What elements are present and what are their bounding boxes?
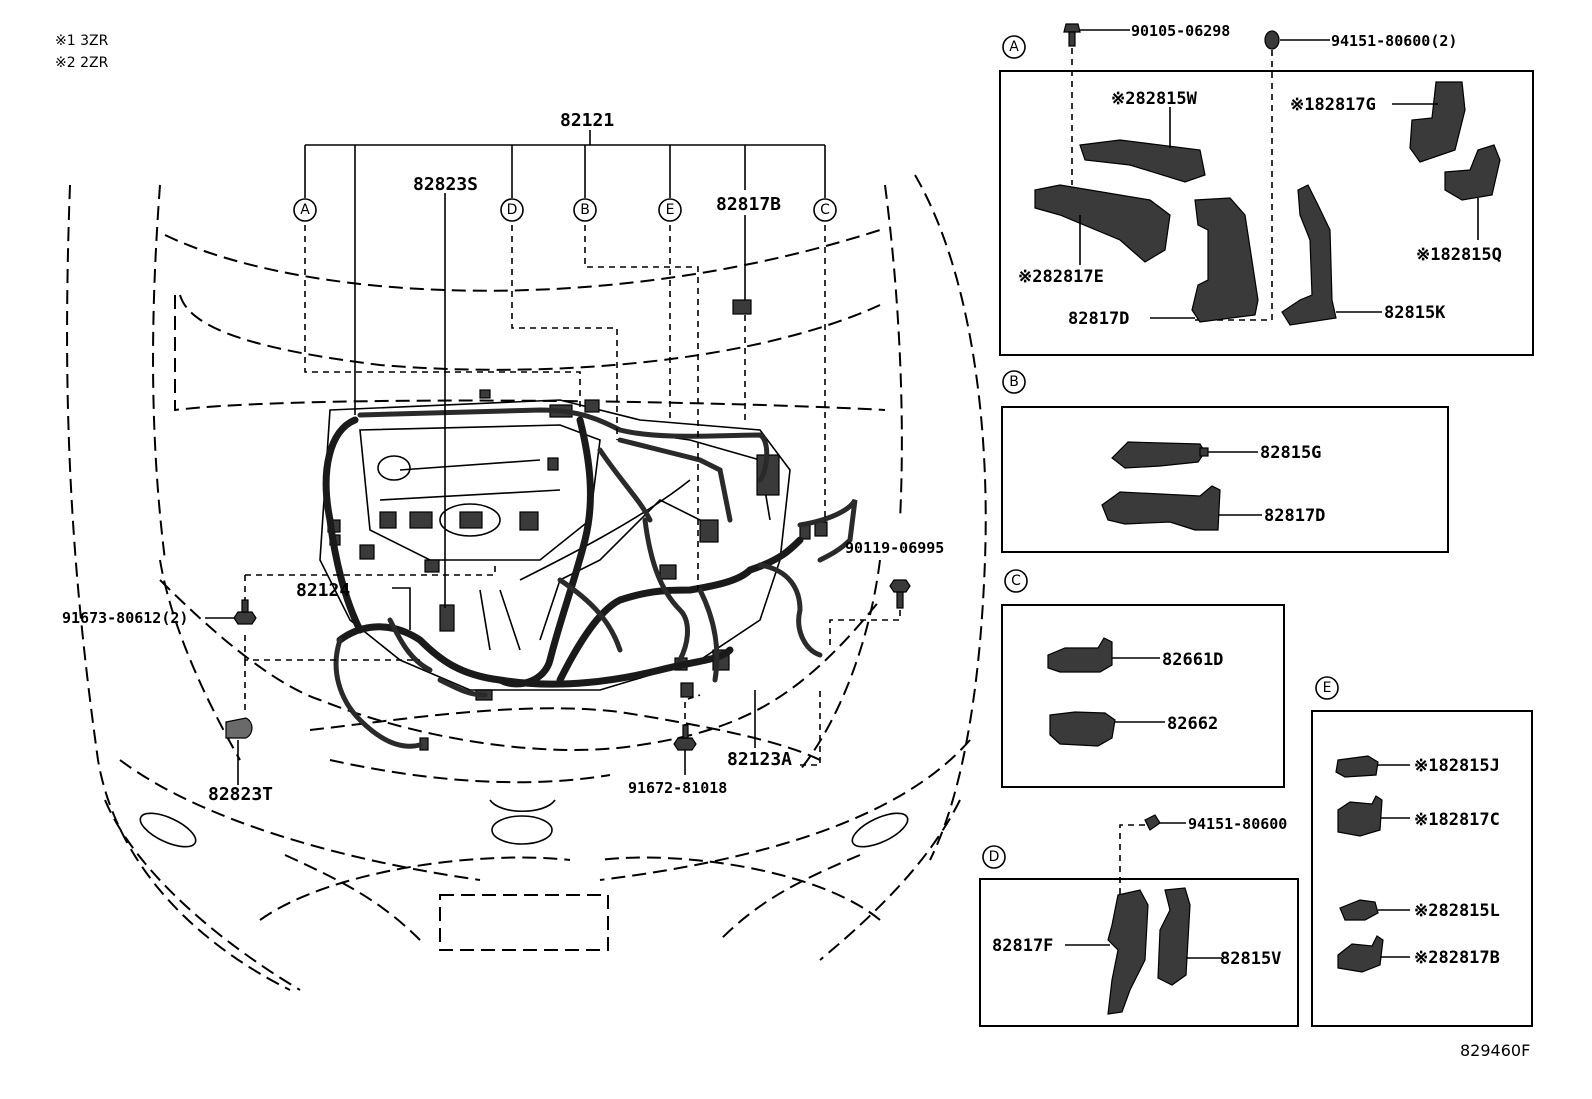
svg-text:A: A <box>300 202 310 218</box>
label-82661D: 82661D <box>1162 650 1223 670</box>
svg-text:E: E <box>1323 680 1332 696</box>
label-94151-80600: 94151-80600 <box>1188 815 1287 833</box>
label-90119-06995: 90119-06995 <box>845 539 944 557</box>
label-82662: 82662 <box>1167 714 1218 734</box>
label-82124: 82124 <box>296 580 350 601</box>
label-82815K: 82815K <box>1384 303 1446 323</box>
svg-text:C: C <box>820 202 830 218</box>
label-82817C: ※182817C <box>1414 810 1500 830</box>
label-94151-80600-2: 94151-80600(2) <box>1331 32 1457 50</box>
svg-text:B: B <box>1009 374 1019 390</box>
label-82817F: 82817F <box>992 936 1053 956</box>
note-2zr: ※2 2ZR <box>55 55 109 71</box>
wire-harness-82121-body <box>322 407 858 749</box>
label-82815V: 82815V <box>1220 949 1281 969</box>
label-82817G: ※182817G <box>1290 95 1376 115</box>
bolt-90119 <box>889 579 911 609</box>
bolt-91673 <box>233 599 257 625</box>
vehicle-outline <box>66 174 987 991</box>
svg-text:E: E <box>666 202 675 218</box>
marker-a-main: A <box>293 198 317 222</box>
svg-text:A: A <box>1009 39 1019 55</box>
svg-text:C: C <box>1011 573 1021 589</box>
panel-d: D <box>979 814 1299 1027</box>
svg-text:B: B <box>580 202 590 218</box>
label-82817D-b: 82817D <box>1264 506 1325 526</box>
note-3zr: ※1 3ZR <box>55 33 109 49</box>
figure-id: 829460F <box>1460 1041 1530 1060</box>
clip-82823T <box>225 717 253 739</box>
svg-text:D: D <box>507 202 518 218</box>
label-82817B: 82817B <box>716 194 781 215</box>
marker-c-main: C <box>813 198 837 222</box>
panel-a: A <box>999 23 1534 356</box>
label-91673-80612: 91673-80612(2) <box>62 609 188 627</box>
label-82823S: 82823S <box>413 174 478 195</box>
label-82817D-a: 82817D <box>1068 309 1129 329</box>
label-82121: 82121 <box>560 110 614 131</box>
label-82817B-e: ※282817B <box>1414 948 1500 968</box>
label-90105-06298: 90105-06298 <box>1131 22 1230 40</box>
panel-b: B <box>1001 370 1449 553</box>
label-82815L: ※282815L <box>1414 901 1500 921</box>
bolt-91672 <box>673 724 697 751</box>
marker-b-main: B <box>573 198 597 222</box>
label-91672-81018: 91672-81018 <box>628 779 727 797</box>
label-82815W: ※282815W <box>1111 89 1198 109</box>
label-82123A: 82123A <box>727 749 792 770</box>
svg-text:D: D <box>989 849 1000 865</box>
marker-e-main: E <box>658 198 682 222</box>
label-82815Q: ※182815Q <box>1416 245 1502 265</box>
label-82817E: ※282817E <box>1018 267 1104 287</box>
leader-lines <box>205 130 901 785</box>
panel-e: E <box>1311 676 1533 1027</box>
label-82815J: ※182815J <box>1414 756 1500 776</box>
panel-c: C <box>1001 569 1285 788</box>
label-82815G: 82815G <box>1260 443 1321 463</box>
marker-d-main: D <box>500 198 524 222</box>
label-82823T: 82823T <box>208 784 273 805</box>
